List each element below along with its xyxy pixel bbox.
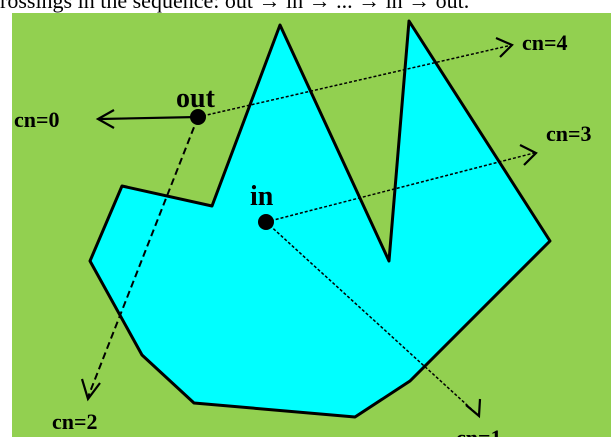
ray-cn3-arrowhead bbox=[519, 144, 538, 166]
label-out: out bbox=[176, 83, 216, 114]
ray-cn2-line bbox=[87, 116, 199, 398]
ray-cn0-arrowhead bbox=[95, 109, 115, 129]
point-out bbox=[190, 109, 206, 125]
label-cn1: cn=1 bbox=[456, 425, 502, 437]
polygon-shape bbox=[88, 19, 552, 419]
figure-canvas: out in cn=0 cn=4 cn=3 cn=2 cn=1 bbox=[12, 13, 611, 437]
ray-cn0-line bbox=[99, 115, 199, 121]
label-cn0: cn=0 bbox=[14, 107, 60, 132]
ray-cn1-arrowhead bbox=[465, 398, 482, 419]
point-in bbox=[258, 214, 274, 230]
ray-cn4-arrowhead bbox=[495, 36, 514, 58]
ray-cn4-line bbox=[197, 44, 513, 118]
label-cn4: cn=4 bbox=[522, 30, 568, 55]
ray-cn2-arrowhead bbox=[80, 378, 101, 402]
caption-text: rossings in the sequence: out → in → ...… bbox=[0, 0, 470, 13]
ray-cn3-line bbox=[265, 152, 535, 223]
label-cn3: cn=3 bbox=[546, 121, 592, 146]
label-in: in bbox=[250, 181, 274, 212]
crossing-number-figure: out in cn=0 cn=4 cn=3 cn=2 cn=1 bbox=[12, 13, 611, 437]
ray-cn1-line bbox=[265, 221, 479, 416]
label-cn2: cn=2 bbox=[52, 409, 98, 434]
